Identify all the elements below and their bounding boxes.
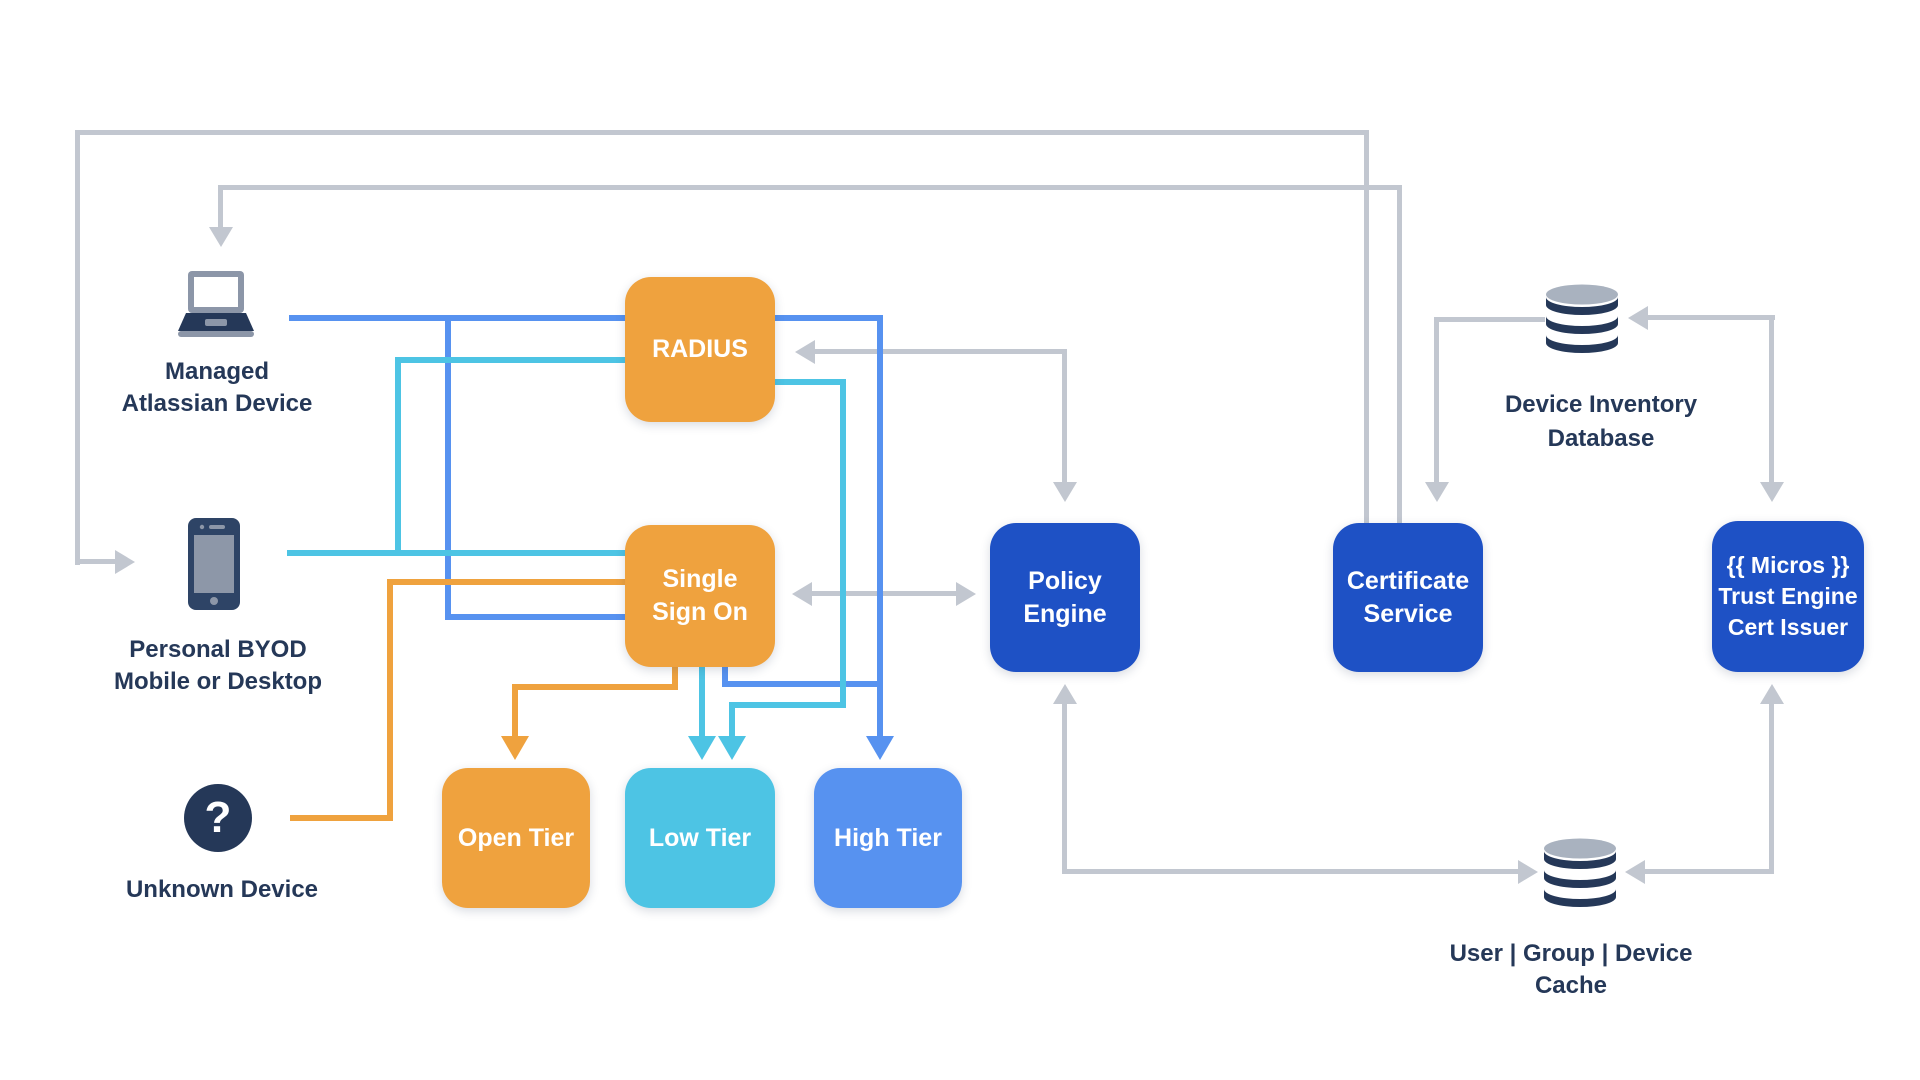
node-trust-label-line1: {{ Micros }} xyxy=(1726,552,1850,578)
arrowhead-radius-to-low-tier xyxy=(718,736,746,760)
line-byod-branch-to-radius xyxy=(395,357,635,363)
node-radius-label: RADIUS xyxy=(652,335,748,363)
node-trust-engine-cert-issuer: {{ Micros }} Trust Engine Cert Issuer xyxy=(1712,521,1864,672)
label-inventory-line2: Database xyxy=(1547,425,1655,452)
node-cert-label-line2: Service xyxy=(1363,599,1453,628)
connector-policy-cache-vertical xyxy=(1062,702,1067,874)
arrowhead-to-high-tier xyxy=(866,736,894,760)
arrowhead-to-managed-device xyxy=(209,227,233,247)
line-radius-to-low-tier-horizontal xyxy=(729,702,846,708)
node-sso-label-line2: Sign On xyxy=(652,598,748,626)
node-policy-engine: Policy Engine xyxy=(990,523,1140,672)
connector-cert-return-outer-horizontal-top xyxy=(75,130,1369,135)
question-mark-icon: ? xyxy=(184,784,252,852)
node-low-tier-label: Low Tier xyxy=(648,823,752,852)
line-managed-to-radius xyxy=(289,315,880,321)
connector-cert-return-outer-horizontal-end xyxy=(75,559,117,564)
connector-inventory-to-cert-vertical xyxy=(1434,317,1439,484)
arrowhead-to-cache-left xyxy=(1518,860,1538,884)
node-high-tier: High Tier xyxy=(814,768,962,908)
line-managed-branch-to-sso xyxy=(445,614,635,620)
connector-cert-return-outer-vertical-right xyxy=(1364,130,1369,533)
laptop-icon xyxy=(178,271,254,341)
line-sso-to-open-vertical2 xyxy=(512,684,518,736)
node-radius: RADIUS xyxy=(625,277,775,422)
arrowhead-to-open-tier xyxy=(501,736,529,760)
arrowhead-to-radius xyxy=(795,340,815,364)
arrowhead-to-policy-engine-left xyxy=(956,582,976,606)
label-managed-device: Managed Atlassian Device xyxy=(92,356,342,420)
arrowhead-to-policy-engine-bottom xyxy=(1053,684,1077,704)
arrowhead-to-trust-engine-top xyxy=(1760,482,1784,502)
connector-cert-return-inner-vertical-right xyxy=(1397,185,1402,533)
connector-trust-cache-vertical xyxy=(1769,702,1774,874)
node-policy-label-line2: Engine xyxy=(1023,599,1107,628)
line-sso-to-open-horizontal xyxy=(512,684,678,690)
arrowhead-to-byod-device xyxy=(115,550,135,574)
node-open-tier: Open Tier xyxy=(442,768,590,908)
connector-cert-return-inner-vertical-left xyxy=(218,185,223,230)
line-sso-to-low-tier-vertical xyxy=(699,640,705,736)
label-inventory-line1: Device Inventory xyxy=(1504,391,1698,418)
line-managed-branch-vertical xyxy=(445,315,451,620)
node-single-sign-on: Single Sign On xyxy=(625,525,775,667)
line-unknown-vertical xyxy=(387,579,393,821)
line-byod-to-sso xyxy=(287,550,635,556)
connector-trust-inventory-vertical xyxy=(1769,315,1774,484)
label-byod-line2: Mobile or Desktop xyxy=(113,668,323,695)
line-byod-branch-vertical xyxy=(395,357,401,556)
unknown-device-glyph: ? xyxy=(204,793,232,842)
connector-radius-policy-horizontal xyxy=(812,349,1065,354)
node-certificate-service: Certificate Service xyxy=(1333,523,1483,672)
label-managed-device-line2: Atlassian Device xyxy=(121,390,313,417)
connector-inventory-to-cert-horizontal xyxy=(1437,317,1545,322)
arrowhead-to-cache-right xyxy=(1625,860,1645,884)
label-unknown-device: Unknown Device xyxy=(72,874,372,906)
connector-radius-policy-vertical xyxy=(1062,349,1067,484)
line-unknown-to-sso xyxy=(387,579,635,585)
node-sso-label-line1: Single xyxy=(662,565,738,593)
label-byod-line1: Personal BYOD xyxy=(129,636,307,663)
label-byod-device: Personal BYOD Mobile or Desktop xyxy=(68,634,368,698)
device-inventory-database-icon xyxy=(1545,284,1619,356)
line-unknown-out-horizontal xyxy=(290,815,393,821)
line-radius-to-low-tier-vertical xyxy=(729,702,735,736)
user-group-device-cache-icon xyxy=(1543,838,1617,910)
arrowhead-to-policy-engine-top xyxy=(1053,482,1077,502)
node-high-tier-label: High Tier xyxy=(834,823,942,852)
connector-cert-return-outer-vertical-left xyxy=(75,130,80,565)
connector-trust-inventory-horizontal xyxy=(1646,315,1775,320)
arrowhead-sso-to-low-tier xyxy=(688,736,716,760)
label-device-inventory-database: Device Inventory Database xyxy=(1451,388,1751,456)
line-radius-out-horizontal xyxy=(770,379,846,385)
label-cache-text: User | Group | Device Cache xyxy=(1449,940,1693,999)
connector-sso-policy-horizontal xyxy=(810,591,958,596)
node-trust-label-line3: Cert Issuer xyxy=(1727,614,1849,640)
label-managed-device-line1: Managed xyxy=(164,358,269,385)
node-trust-label-line2: Trust Engine xyxy=(1718,583,1858,609)
node-policy-label-line1: Policy xyxy=(1028,566,1102,595)
node-cert-label-line1: Certificate xyxy=(1346,566,1470,595)
label-unknown-device-text: Unknown Device xyxy=(125,876,319,903)
arrowhead-to-certificate-service xyxy=(1425,482,1449,502)
line-to-high-tier-vertical xyxy=(877,315,883,736)
arrowhead-to-sso xyxy=(792,582,812,606)
arrowhead-to-inventory-db xyxy=(1628,306,1648,330)
connector-policy-cache-horizontal xyxy=(1062,869,1520,874)
node-low-tier: Low Tier xyxy=(625,768,775,908)
node-open-tier-label: Open Tier xyxy=(457,823,575,852)
smartphone-icon xyxy=(188,518,240,610)
connector-trust-cache-horizontal xyxy=(1643,869,1772,874)
label-user-group-device-cache: User | Group | Device Cache xyxy=(1421,938,1721,1002)
line-radius-out-vertical xyxy=(840,379,846,708)
arrowhead-to-trust-engine-bottom xyxy=(1760,684,1784,704)
connector-cert-return-inner-horizontal-top xyxy=(218,185,1402,190)
line-sso-out-horizontal xyxy=(722,681,883,687)
